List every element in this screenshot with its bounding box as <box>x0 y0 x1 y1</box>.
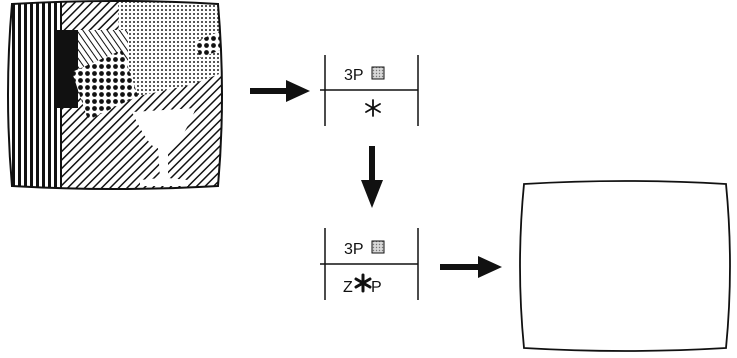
arrow-right-1 <box>250 80 310 102</box>
stack-bottom-cell-2-right: P <box>371 279 382 296</box>
stack-top-cell-1: 3P <box>344 67 364 84</box>
arrow-right-2 <box>440 256 502 278</box>
swatch-icon <box>371 66 385 80</box>
tv-screen-after-icon <box>519 180 731 352</box>
stack-bottom-cell-2-left: Z <box>343 279 353 296</box>
stack-bottom-cell-1: 3P <box>344 241 364 258</box>
stack-bottom: 3P Z P <box>320 228 419 300</box>
bold-asterisk-icon <box>354 273 372 293</box>
arrow-down <box>361 146 383 208</box>
stack-top: 3P <box>320 55 419 126</box>
swatch-icon <box>371 240 385 254</box>
tv-screen-before-icon <box>7 0 223 190</box>
asterisk-icon <box>365 99 381 117</box>
